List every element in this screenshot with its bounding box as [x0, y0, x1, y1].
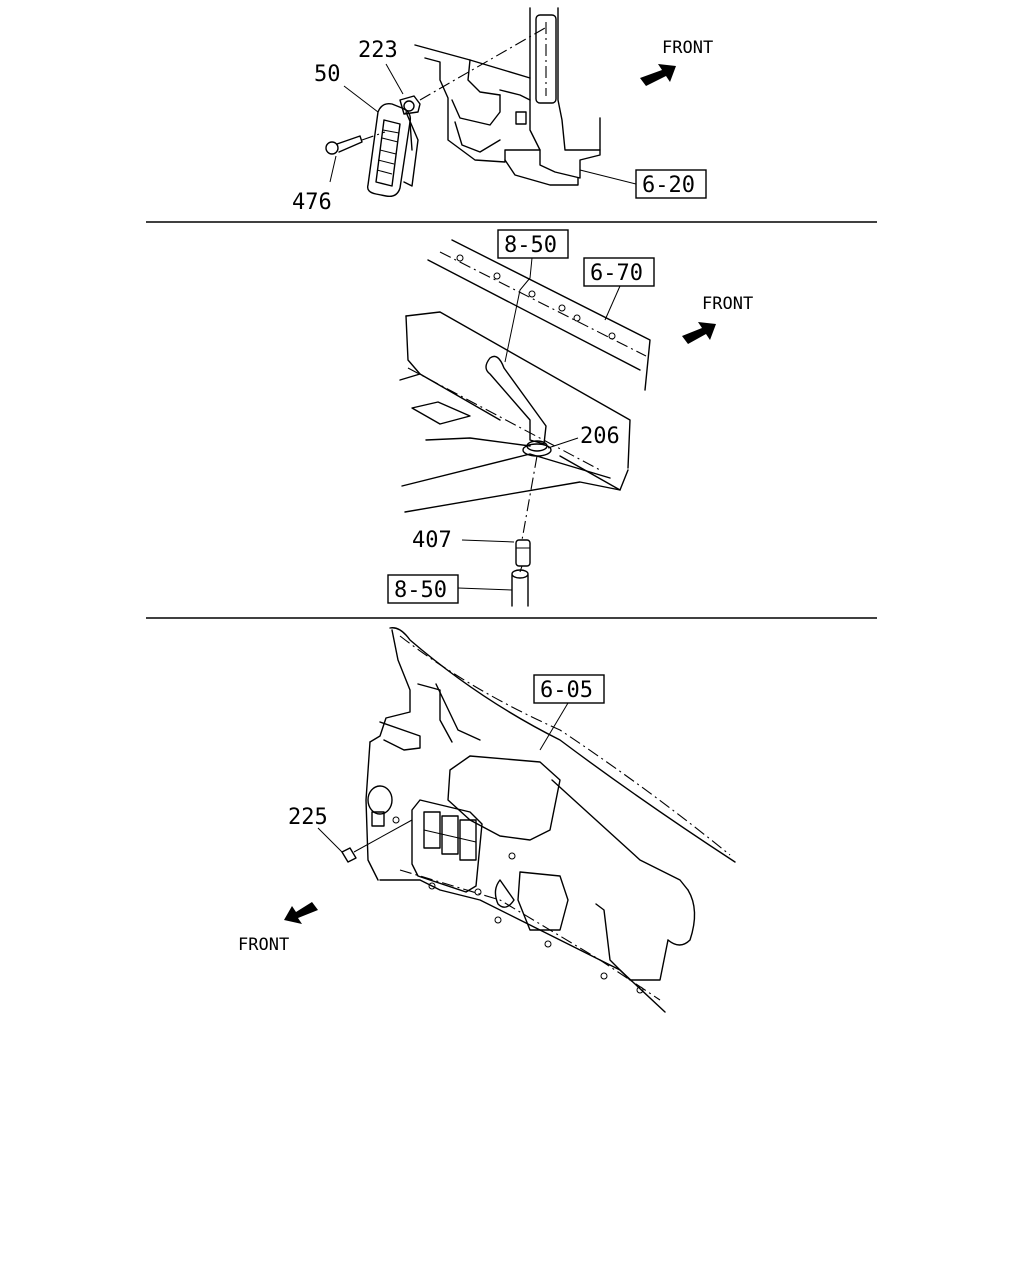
callout-223: 223 [358, 38, 398, 63]
leader-223 [385, 63, 404, 95]
ref-label-6-20: 6-20 [642, 173, 695, 198]
vent-grille-50 [366, 102, 419, 198]
cowl-panel-drawing [399, 239, 651, 513]
ref-box-6-20 [635, 169, 707, 199]
middle-panel: 8-50 6-70 8-50 206 407 FRONT [387, 229, 753, 607]
bottom-panel: 6-05 225 FRONT [238, 627, 736, 1013]
connector-407 [515, 455, 538, 573]
front-arrow-icon [640, 64, 676, 86]
callout-50: 50 [314, 62, 341, 87]
front-label: FRONT [662, 38, 713, 58]
ref-label-8-50-top: 8-50 [504, 233, 557, 258]
ref-label-6-70: 6-70 [590, 261, 643, 286]
callout-225: 225 [288, 805, 328, 830]
ref-label-8-50-bottom: 8-50 [394, 578, 447, 603]
leader-206 [547, 437, 579, 449]
ref-box-6-70 [583, 257, 655, 287]
leader-50 [343, 85, 379, 113]
leader-225 [317, 827, 343, 853]
ref-box-8-50-top [497, 229, 569, 259]
pillar-structure-drawing [414, 7, 601, 186]
dash-panel-drawing [365, 627, 736, 1013]
front-label: FRONT [702, 294, 753, 314]
leader-8-50-bottom [457, 587, 513, 591]
ref-label-6-05: 6-05 [540, 678, 593, 703]
hose-8-50-lower [511, 569, 529, 607]
screw-476 [325, 131, 386, 155]
clip-225 [341, 819, 413, 863]
callout-476: 476 [292, 190, 332, 215]
ref-box-6-05 [533, 674, 605, 704]
ref-box-8-50-bottom [387, 574, 459, 604]
top-panel: 223 50 476 6-20 FRONT [292, 7, 713, 215]
leader-8-50-top [504, 257, 533, 363]
callout-206: 206 [580, 424, 620, 449]
front-label: FRONT [238, 935, 289, 955]
leader-6-20 [579, 169, 637, 185]
clip-223 [399, 27, 546, 115]
callout-407: 407 [412, 528, 452, 553]
front-arrow-icon [284, 902, 318, 924]
leader-6-05 [539, 702, 569, 751]
leader-476 [329, 155, 337, 183]
leader-407 [461, 539, 515, 543]
front-arrow-icon [682, 322, 716, 344]
leader-6-70 [604, 285, 621, 321]
